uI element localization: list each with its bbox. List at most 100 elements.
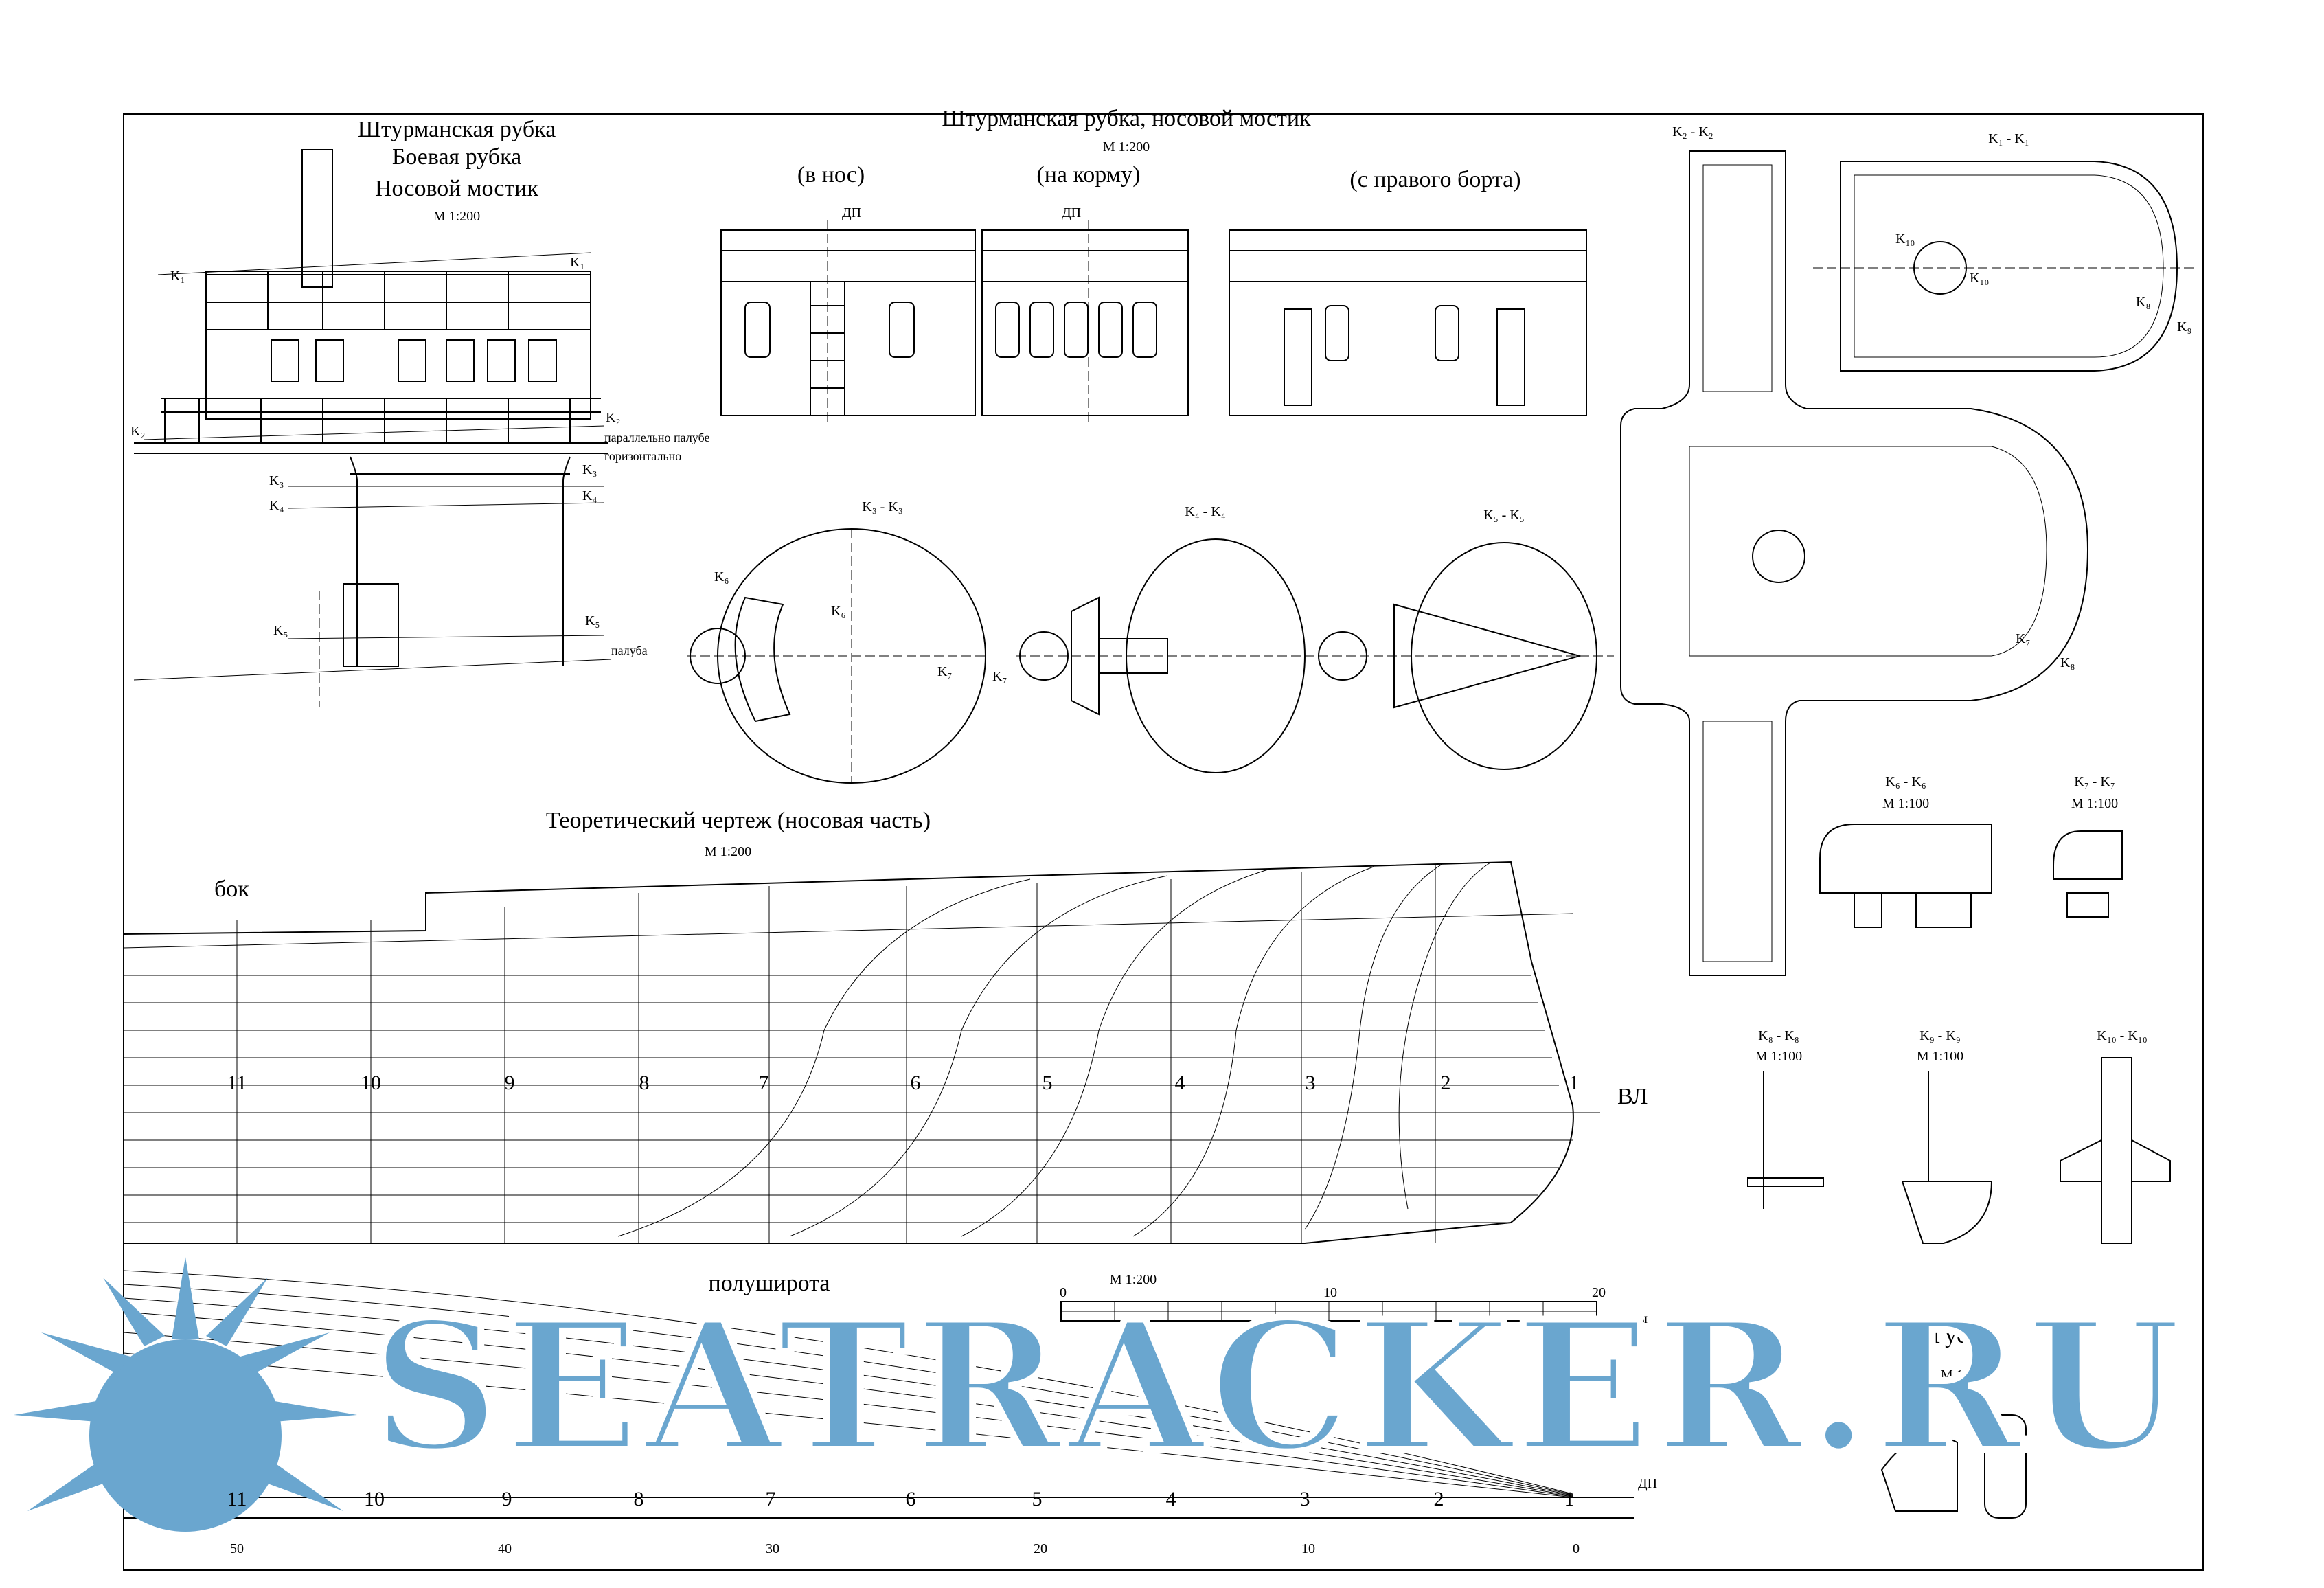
sheet-frame bbox=[123, 113, 2204, 1571]
detail-k7 bbox=[2053, 830, 2123, 918]
marker-k1-right: K₁ bbox=[570, 255, 585, 270]
station-7: 7 bbox=[758, 1071, 769, 1094]
title-wheelhouse-3: Носовой мостик bbox=[374, 176, 539, 201]
detail-k10 bbox=[2060, 1057, 2171, 1244]
detail-k8 bbox=[1747, 1071, 1824, 1209]
section-title-k2: K₂ - K₂ bbox=[1672, 124, 1713, 139]
bridge-view-starboard bbox=[1229, 229, 1587, 416]
detail-k9 bbox=[1901, 1071, 1993, 1244]
scale-bar-label: M 1:200 bbox=[1109, 1272, 1157, 1287]
station-1: 1 bbox=[1569, 1071, 1580, 1094]
marker-k4-left: K₄ bbox=[269, 498, 284, 513]
lines-profile bbox=[123, 861, 1600, 1244]
gusek-scale: M 1:50 bbox=[1940, 1368, 1981, 1383]
label-view-aft: (на корму) bbox=[1036, 162, 1141, 188]
wheelhouse-profile bbox=[133, 149, 612, 707]
label-view-starboard: (с правого борта) bbox=[1349, 167, 1521, 192]
marker-k1-left: K₁ bbox=[170, 269, 185, 284]
marker-k7-a: K₇ bbox=[937, 664, 953, 679]
scale-k6: M 1:100 bbox=[1882, 796, 1930, 811]
marker-k4-right: K₄ bbox=[582, 488, 597, 503]
marker-k7-b: K₇ bbox=[992, 669, 1007, 684]
section-title-k6: K₆ - K₆ bbox=[1885, 774, 1926, 789]
section-k5 bbox=[1318, 542, 1614, 770]
section-title-k9: K₉ - K₉ bbox=[1919, 1028, 1961, 1043]
station-10: 10 bbox=[361, 1071, 381, 1094]
hb-station-3: 3 bbox=[1299, 1488, 1310, 1510]
lines-scale: M 1:200 bbox=[704, 844, 752, 859]
meter-30: 30 bbox=[766, 1541, 779, 1556]
title-wheelhouse-2: Боевая рубка bbox=[391, 144, 522, 170]
marker-k3-right: K₃ bbox=[582, 462, 597, 477]
station-5: 5 bbox=[1042, 1071, 1053, 1094]
hb-station-8: 8 bbox=[633, 1488, 644, 1510]
label-view-fore: (в нос) bbox=[797, 162, 865, 188]
title-bridge: Штурманская рубка, носовой мостик bbox=[942, 106, 1311, 131]
station-4: 4 bbox=[1174, 1071, 1185, 1094]
marker-k6-b: K₆ bbox=[831, 604, 846, 619]
title-wheelhouse-1: Штурманская рубка bbox=[357, 117, 556, 142]
meter-10: 10 bbox=[1301, 1541, 1315, 1556]
scale-bar-unit: метры bbox=[1610, 1311, 1648, 1326]
scale-k9: M 1:100 bbox=[1916, 1049, 1964, 1064]
watermark-text: SEATRACKER.RU bbox=[367, 1282, 2187, 1492]
label-profile: бок bbox=[214, 876, 249, 902]
note-deck: палуба bbox=[611, 644, 648, 657]
station-3: 3 bbox=[1305, 1071, 1316, 1094]
station-9: 9 bbox=[504, 1071, 515, 1094]
hb-station-1: 1 bbox=[1564, 1488, 1575, 1510]
marker-k8-a: K₈ bbox=[2136, 295, 2151, 310]
scale-bar-tick-10: 10 bbox=[1323, 1285, 1337, 1300]
title-lines: Теоретический чертеж (носовая часть) bbox=[545, 808, 931, 833]
section-title-k10: K₁₀ - K₁₀ bbox=[2097, 1028, 2148, 1043]
bridge-scale: M 1:200 bbox=[1102, 139, 1150, 155]
title-gusek: Гусек bbox=[1932, 1323, 1990, 1348]
hb-station-4: 4 bbox=[1165, 1488, 1176, 1510]
scale-bar-tick-0: 0 bbox=[1060, 1285, 1067, 1300]
meter-0: 0 bbox=[1573, 1541, 1580, 1556]
lines-halfbreadth bbox=[123, 1270, 1634, 1519]
marker-k9-a: K₉ bbox=[2177, 319, 2192, 334]
section-title-k8: K₈ - K₈ bbox=[1758, 1028, 1799, 1043]
note-horizontal: горизонтально bbox=[604, 449, 682, 463]
station-11: 11 bbox=[227, 1071, 247, 1094]
bridge-view-fore bbox=[720, 220, 976, 426]
section-k4 bbox=[1016, 538, 1325, 773]
scale-k7: M 1:100 bbox=[2071, 796, 2119, 811]
marker-k5-left: K₅ bbox=[273, 623, 288, 638]
label-dp-aft: ДП bbox=[1061, 205, 1082, 220]
hb-label-dp: ДП bbox=[1638, 1476, 1658, 1491]
hb-station-7: 7 bbox=[765, 1488, 776, 1510]
section-title-k7: K₇ - K₇ bbox=[2074, 774, 2115, 789]
meter-50: 50 bbox=[230, 1541, 244, 1556]
marker-k2-right: K₂ bbox=[606, 410, 621, 425]
detail-k6 bbox=[1819, 824, 1992, 928]
label-halfbreadth: полуширота bbox=[708, 1271, 830, 1296]
gusek-detail bbox=[1880, 1414, 2027, 1519]
scale-bar-tick-20: 20 bbox=[1592, 1285, 1606, 1300]
bridge-plan-view bbox=[1620, 150, 2198, 976]
meter-20: 20 bbox=[1034, 1541, 1047, 1556]
station-2: 2 bbox=[1440, 1071, 1451, 1094]
marker-k6-a: K₆ bbox=[714, 569, 729, 585]
marker-k2-left: K₂ bbox=[130, 424, 146, 439]
marker-k7-plan: K₇ bbox=[2016, 631, 2031, 646]
marker-k10-a: K₁₀ bbox=[1895, 231, 1915, 247]
hb-station-10: 10 bbox=[364, 1488, 385, 1510]
label-waterline: ВЛ bbox=[1617, 1084, 1648, 1109]
marker-k10-b: K₁₀ bbox=[1970, 271, 1990, 286]
station-8: 8 bbox=[639, 1071, 650, 1094]
note-parallel: параллельно палубе bbox=[604, 431, 710, 444]
section-title-k3: K₃ - K₃ bbox=[862, 499, 903, 514]
meter-40: 40 bbox=[498, 1541, 512, 1556]
bridge-view-aft bbox=[981, 220, 1189, 426]
marker-k3-left: K₃ bbox=[269, 473, 284, 488]
scale-bar bbox=[1060, 1301, 1597, 1322]
hb-station-2: 2 bbox=[1433, 1488, 1444, 1510]
watermark-sun-icon bbox=[14, 1257, 357, 1532]
hb-station-9: 9 bbox=[501, 1488, 512, 1510]
section-k3 bbox=[687, 528, 989, 784]
section-title-k4: K₄ - K₄ bbox=[1185, 504, 1226, 519]
